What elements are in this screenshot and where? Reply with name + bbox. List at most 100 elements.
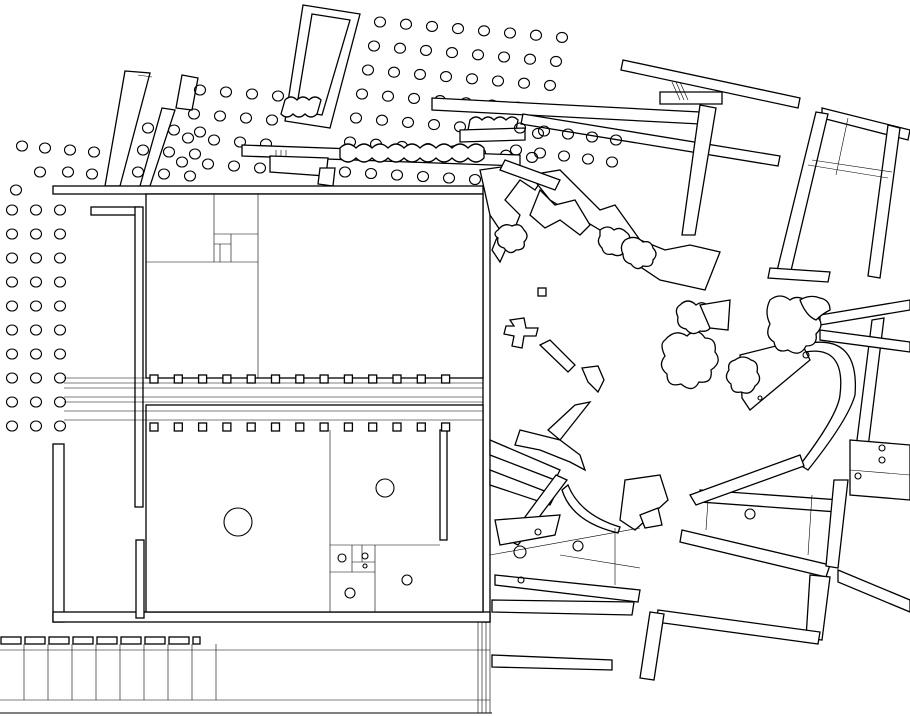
- tree-mark: [555, 31, 569, 43]
- tree-mark: [361, 64, 375, 76]
- tree-mark: [517, 77, 531, 89]
- pier: [343, 374, 354, 384]
- tree-mark: [375, 114, 389, 126]
- tree-mark: [416, 170, 430, 183]
- tree-mark: [468, 173, 482, 186]
- tree-mark: [63, 144, 77, 156]
- tree-mark: [38, 142, 52, 154]
- tree-mark: [465, 73, 479, 85]
- tree-mark: [399, 18, 413, 30]
- tree-mark: [549, 55, 563, 67]
- tree-mark: [561, 128, 575, 140]
- tree-mark: [53, 396, 67, 408]
- tree-mark: [183, 170, 197, 182]
- tree-mark: [5, 276, 19, 288]
- tree-mark: [5, 396, 19, 408]
- tree-mark: [413, 68, 427, 80]
- tree-mark: [349, 112, 363, 124]
- pier: [222, 422, 232, 432]
- tree-mark: [497, 51, 511, 63]
- tree-mark: [271, 90, 285, 102]
- tree-mark: [29, 348, 43, 360]
- tree-mark: [419, 44, 433, 56]
- pier: [319, 374, 329, 384]
- pier: [149, 374, 159, 384]
- tree-mark: [29, 228, 43, 240]
- tree-mark: [61, 166, 75, 178]
- pier: [368, 422, 378, 432]
- pier: [149, 422, 159, 432]
- tree-mark: [585, 131, 599, 143]
- tree-mark: [53, 324, 67, 336]
- tree-mark: [87, 146, 101, 158]
- tree-mark: [239, 112, 253, 124]
- bench-block: [168, 636, 190, 645]
- bench-block: [144, 636, 166, 645]
- tree-mark: [471, 49, 485, 61]
- tree-mark: [175, 156, 189, 168]
- hedge-walls: [280, 96, 561, 191]
- tree-mark: [477, 25, 491, 37]
- pier: [440, 422, 451, 432]
- pier: [416, 422, 426, 432]
- bench-block: [120, 636, 142, 645]
- tree-mark: [338, 166, 352, 178]
- tree-mark: [29, 372, 43, 384]
- tree-mark: [425, 20, 439, 32]
- pier: [270, 422, 281, 432]
- tree-mark: [53, 276, 67, 288]
- tree-mark: [605, 156, 619, 168]
- tree-mark: [387, 66, 401, 78]
- pier: [295, 374, 305, 384]
- tree-mark: [5, 252, 19, 264]
- tree-mark: [53, 228, 67, 240]
- tree-mark: [557, 150, 571, 162]
- bench-block: [24, 636, 46, 645]
- bench-block: [0, 636, 22, 645]
- pier: [440, 374, 451, 384]
- pier: [416, 374, 426, 384]
- tree-mark: [29, 324, 43, 336]
- tree-mark: [219, 86, 233, 98]
- main-building: [52, 185, 491, 623]
- tree-mark: [53, 348, 67, 360]
- tree-mark: [373, 16, 387, 28]
- pier: [197, 422, 208, 432]
- tree-mark: [233, 136, 247, 148]
- pier: [368, 374, 378, 384]
- tree-mark: [181, 132, 195, 144]
- tree-grid-north-east: [338, 122, 623, 186]
- tree-grid-north: [131, 16, 569, 182]
- bench-block: [72, 636, 94, 645]
- column-rows: [149, 374, 451, 432]
- tree-mark: [227, 160, 241, 172]
- tree-mark: [451, 23, 465, 35]
- tree-mark: [33, 166, 47, 178]
- tree-mark: [390, 169, 404, 181]
- tree-mark: [53, 300, 67, 312]
- tree-mark: [581, 153, 595, 165]
- tree-mark: [491, 75, 505, 87]
- tree-mark: [29, 276, 43, 288]
- tree-mark: [29, 300, 43, 312]
- pier: [173, 422, 183, 432]
- tree-mark: [531, 127, 545, 139]
- tree-mark: [401, 116, 415, 128]
- north-band: [241, 59, 801, 236]
- pier: [295, 422, 305, 432]
- tree-mark: [29, 252, 43, 264]
- tree-mark: [5, 348, 19, 360]
- tree-mark: [53, 252, 67, 264]
- tree-mark: [253, 162, 267, 174]
- tree-mark: [5, 420, 19, 432]
- tree-mark: [525, 151, 539, 163]
- tree-mark: [442, 172, 456, 184]
- tree-mark: [53, 204, 67, 216]
- tree-mark: [53, 372, 67, 384]
- tree-mark: [523, 53, 537, 65]
- tree-mark: [513, 122, 527, 134]
- tree-mark: [367, 40, 381, 52]
- tree-mark: [5, 300, 19, 312]
- pier: [270, 374, 281, 384]
- tree-mark: [188, 148, 202, 160]
